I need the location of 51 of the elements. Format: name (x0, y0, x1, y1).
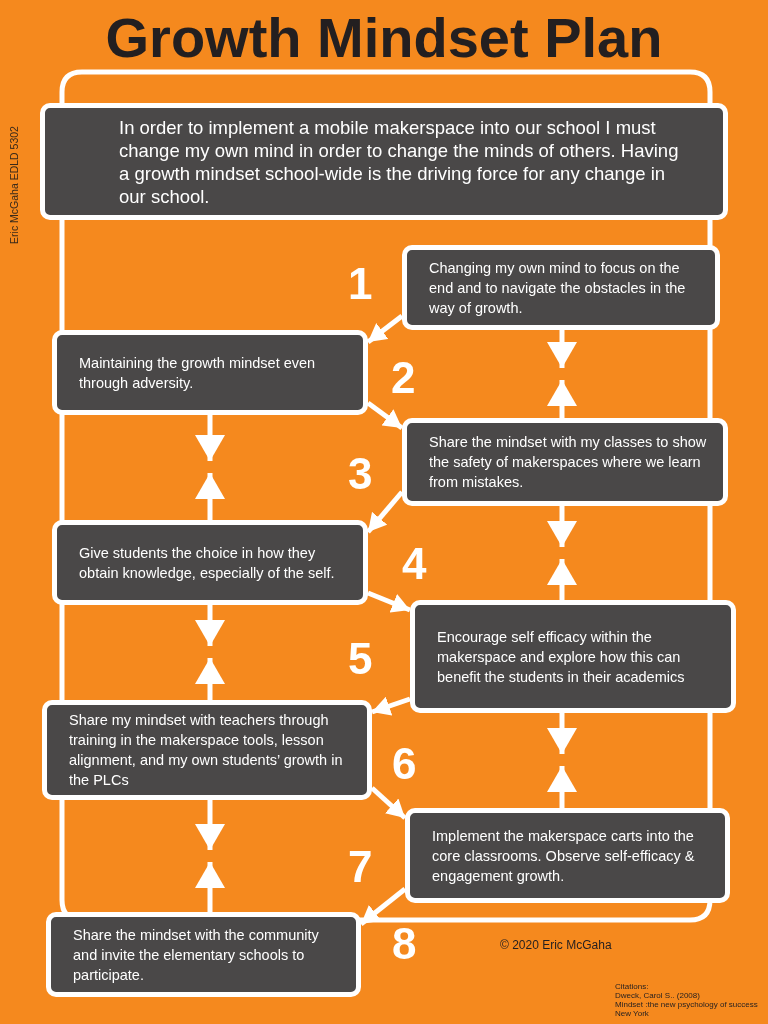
arrow (366, 401, 404, 430)
step-box (52, 330, 368, 415)
step-box (52, 520, 368, 605)
intro-box (40, 103, 728, 220)
arrow (547, 330, 577, 368)
arrow (370, 786, 407, 820)
arrow (195, 800, 225, 850)
copyright-note: © 2020 Eric McGaha (500, 938, 612, 952)
step-box (402, 245, 720, 330)
step-box (405, 808, 730, 903)
step-text: In order to implement a mobile makerspace into our school I must change my own mind in order to change the minds of others. Having a growth mindset school-wide is the driving force for any change in our school. (119, 115, 680, 208)
step-number: 3 (348, 452, 373, 496)
step-text: Implement the makerspace carts into the core classrooms. Observe self-efficacy & engagement growth. (432, 826, 696, 886)
step-number: 6 (392, 742, 417, 786)
step-text: Share the mindset with the community and invite the elementary schools to participate. (73, 925, 320, 985)
arrow (547, 559, 577, 600)
step-text: Give students the choice in how they obtain knowledge, especially of the self. (79, 543, 336, 583)
step-box (42, 700, 372, 800)
arrow (195, 658, 225, 700)
step-text: Changing my own mind to focus on the end and to navigate the obstacles in the way of growth. (429, 258, 687, 318)
arrow (367, 590, 411, 613)
arrow (195, 473, 225, 520)
arrow (366, 314, 404, 344)
arrow (366, 490, 404, 534)
step-box (402, 418, 728, 506)
citation-text: Dweck, Carol S.. (2008) (615, 991, 701, 1000)
step-number: 4 (402, 542, 427, 586)
step-number: 7 (348, 845, 373, 889)
arrow (371, 696, 411, 716)
arrow (547, 713, 577, 754)
arrow (359, 887, 407, 926)
arrow (195, 415, 225, 461)
citation-text: Citations: (615, 982, 650, 991)
step-number: 1 (348, 262, 373, 306)
step-number: 8 (392, 922, 417, 966)
title: Growth Mindset Plan (104, 8, 664, 68)
citation-text: Mindset :the new psychology of success New York (615, 1000, 759, 1018)
step-text: Encourage self efficacy within the makerspace and explore how this can benefit the students in their academics (437, 627, 686, 687)
step-box (46, 912, 361, 997)
step-box (410, 600, 736, 713)
arrow (547, 380, 577, 418)
author-note: Eric McGaha EDLD 5302 (8, 126, 20, 244)
arrow (547, 506, 577, 547)
step-text: Share the mindset with my classes to show the safety of makerspaces where we learn from mistakes. (429, 433, 708, 492)
arrow (547, 766, 577, 808)
step-text: Share my mindset with teachers through training in the makerspace tools, lesson alignment, and my own students’ growth in the PLCs (69, 711, 344, 790)
step-number: 5 (348, 637, 373, 681)
step-text: Maintaining the growth mindset even through adversity. (79, 353, 317, 393)
arrow (195, 605, 225, 646)
arrow (195, 862, 225, 912)
step-number: 2 (391, 356, 416, 400)
